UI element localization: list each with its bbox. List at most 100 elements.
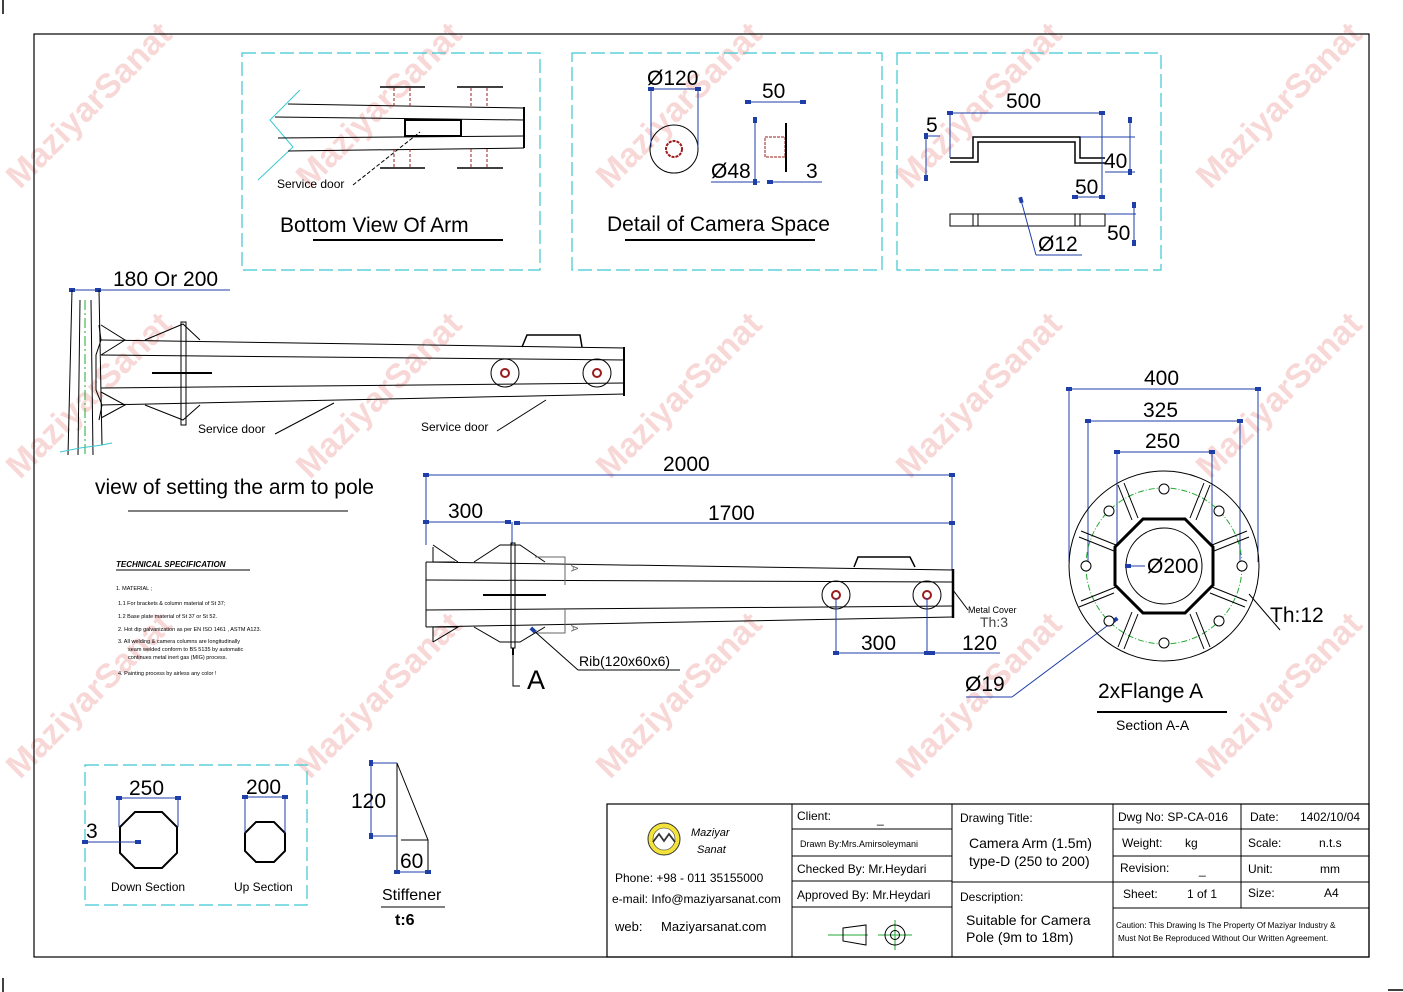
watermark: MaziyarSanat: [1189, 305, 1370, 486]
pole-edge: [90, 299, 94, 456]
dim-flange-inner: Ø200: [1147, 555, 1198, 578]
camera-mount: [582, 358, 612, 388]
description-label: Description:: [960, 890, 1023, 904]
metal-cover-label: Metal Cover: [968, 605, 1017, 615]
company-web-label: web:: [614, 919, 642, 934]
dim-tube-dia: Ø48: [711, 160, 751, 183]
spec-line: seam welded conform to BS 5135 by automa…: [128, 647, 244, 653]
watermark: MaziyarSanat: [1189, 605, 1370, 786]
description-line2: Pole (9m to 18m): [966, 929, 1073, 945]
section-cut-label: A: [568, 625, 579, 632]
company-name-line2: Sanat: [697, 844, 727, 856]
company-logo: [647, 822, 681, 856]
arm-edge: [274, 116, 525, 121]
bolt-holes: [1080, 483, 1248, 649]
dim-bracket-length: 500: [1006, 90, 1041, 113]
sheet-label: Sheet:: [1123, 887, 1158, 901]
arm-edge: [425, 616, 953, 628]
detail-title: Bottom View Of Arm: [280, 214, 469, 237]
drawing-title-label: Drawing Title:: [960, 811, 1033, 825]
dim-stiffener-width: 60: [400, 850, 423, 873]
sheet-value: 1 of 1: [1187, 887, 1217, 901]
detail-frame: [84, 764, 308, 906]
arm-edge: [100, 354, 626, 361]
watermark: MaziyarSanat: [0, 15, 179, 196]
watermark: MaziyarSanat: [289, 305, 470, 486]
section-cut-arrows: [535, 556, 566, 634]
spec-line: 1.2 Base plate material of St 37 or St 5…: [118, 614, 218, 620]
rib: [473, 626, 546, 643]
octagon-tube: [1113, 517, 1215, 615]
metal-cover-thickness: Th:3: [980, 614, 1008, 630]
rib-label: Rib(120x60x6): [579, 653, 670, 669]
bracket-profile: [950, 136, 1105, 159]
leader-line: [952, 589, 969, 611]
projection-symbol: [828, 920, 912, 950]
dim-bracket-step: 5: [926, 114, 938, 137]
bottom-view-detail: Service door Bottom View Of Arm: [241, 52, 541, 271]
camera-hole: [831, 590, 841, 600]
pole-arm-view: 180 Or 200 Service door Service door vie…: [59, 268, 626, 512]
dim-bolt-hole-dia: Ø19: [965, 673, 1005, 696]
pole-edge: [67, 289, 73, 456]
flange-title: 2xFlange A: [1098, 680, 1203, 703]
rib: [144, 404, 201, 421]
camera-plate: [649, 124, 699, 174]
approved-by: Approved By: Mr.Heydari: [797, 888, 930, 902]
detail-frame: [241, 52, 541, 271]
spec-title: TECHNICAL SPECIFICATION: [116, 560, 226, 569]
up-section-octagon: [244, 821, 286, 863]
arm-edge: [277, 135, 525, 139]
watermark: MaziyarSanat: [889, 15, 1070, 196]
dim-stiffener-height: 120: [351, 790, 386, 813]
client-value: _: [876, 812, 884, 826]
title-block: [606, 803, 1370, 958]
section-cut-label: A: [568, 565, 579, 572]
rib: [144, 323, 201, 341]
description-line1: Suitable for Camera: [966, 912, 1091, 928]
pole-edge: [98, 289, 103, 446]
break-line: [257, 89, 301, 181]
dim-up-section: 200: [246, 776, 281, 799]
watermark: MaziyarSanat: [1189, 15, 1370, 196]
service-door: [404, 119, 462, 137]
pole-edge: [77, 299, 81, 456]
clamp-bolts: [393, 88, 488, 167]
camera-hole: [500, 368, 510, 378]
service-door-label: Service door: [421, 420, 488, 434]
spec-line: 4. Painting process by airless any color…: [118, 671, 217, 677]
leader-line: [352, 131, 421, 186]
dim-bracket-height: 40: [1104, 150, 1127, 173]
camera-mount: [490, 358, 520, 388]
bracket-profile: [950, 141, 1105, 164]
flange-subtitle: Section A-A: [1116, 717, 1190, 733]
leader-line: [496, 399, 547, 432]
spec-line: 1.1 For brackets & column material of St…: [118, 601, 226, 607]
dim-flange-outer: 400: [1144, 367, 1179, 390]
arm-edge: [100, 339, 626, 349]
detail-frame: [896, 52, 1162, 271]
camera-tube: [665, 140, 683, 158]
watermark: MaziyarSanat: [289, 605, 470, 786]
service-door-label: Service door: [277, 177, 344, 191]
dim-total-length: 2000: [663, 453, 710, 476]
flange-outer: [1068, 470, 1260, 662]
tube-sections: 250 3 Down Section 200 Up Section: [82, 764, 308, 906]
size-value: A4: [1324, 886, 1339, 900]
dim-flange-octagon: 250: [1145, 430, 1180, 453]
dim-end-length: 120: [962, 632, 997, 655]
date-label: Date:: [1250, 810, 1279, 824]
stiffener-thickness: t:6: [395, 912, 415, 929]
checked-by: Checked By: Mr.Heydari: [797, 862, 926, 876]
dim-camera-width: 50: [762, 80, 785, 103]
revision-value: _: [1198, 863, 1206, 877]
arm-edge: [425, 561, 953, 571]
watermark: MaziyarSanat: [889, 305, 1070, 486]
watermark: MaziyarSanat: [589, 605, 770, 786]
spec-line: 2. Hot dip galvanization as per EN ISO 1…: [118, 627, 262, 633]
leader-line: [1018, 196, 1037, 256]
dim-camera-dia: Ø120: [647, 67, 698, 90]
date-value: 1402/10/04: [1300, 810, 1360, 824]
size-label: Size:: [1248, 886, 1275, 900]
rib: [473, 544, 546, 563]
